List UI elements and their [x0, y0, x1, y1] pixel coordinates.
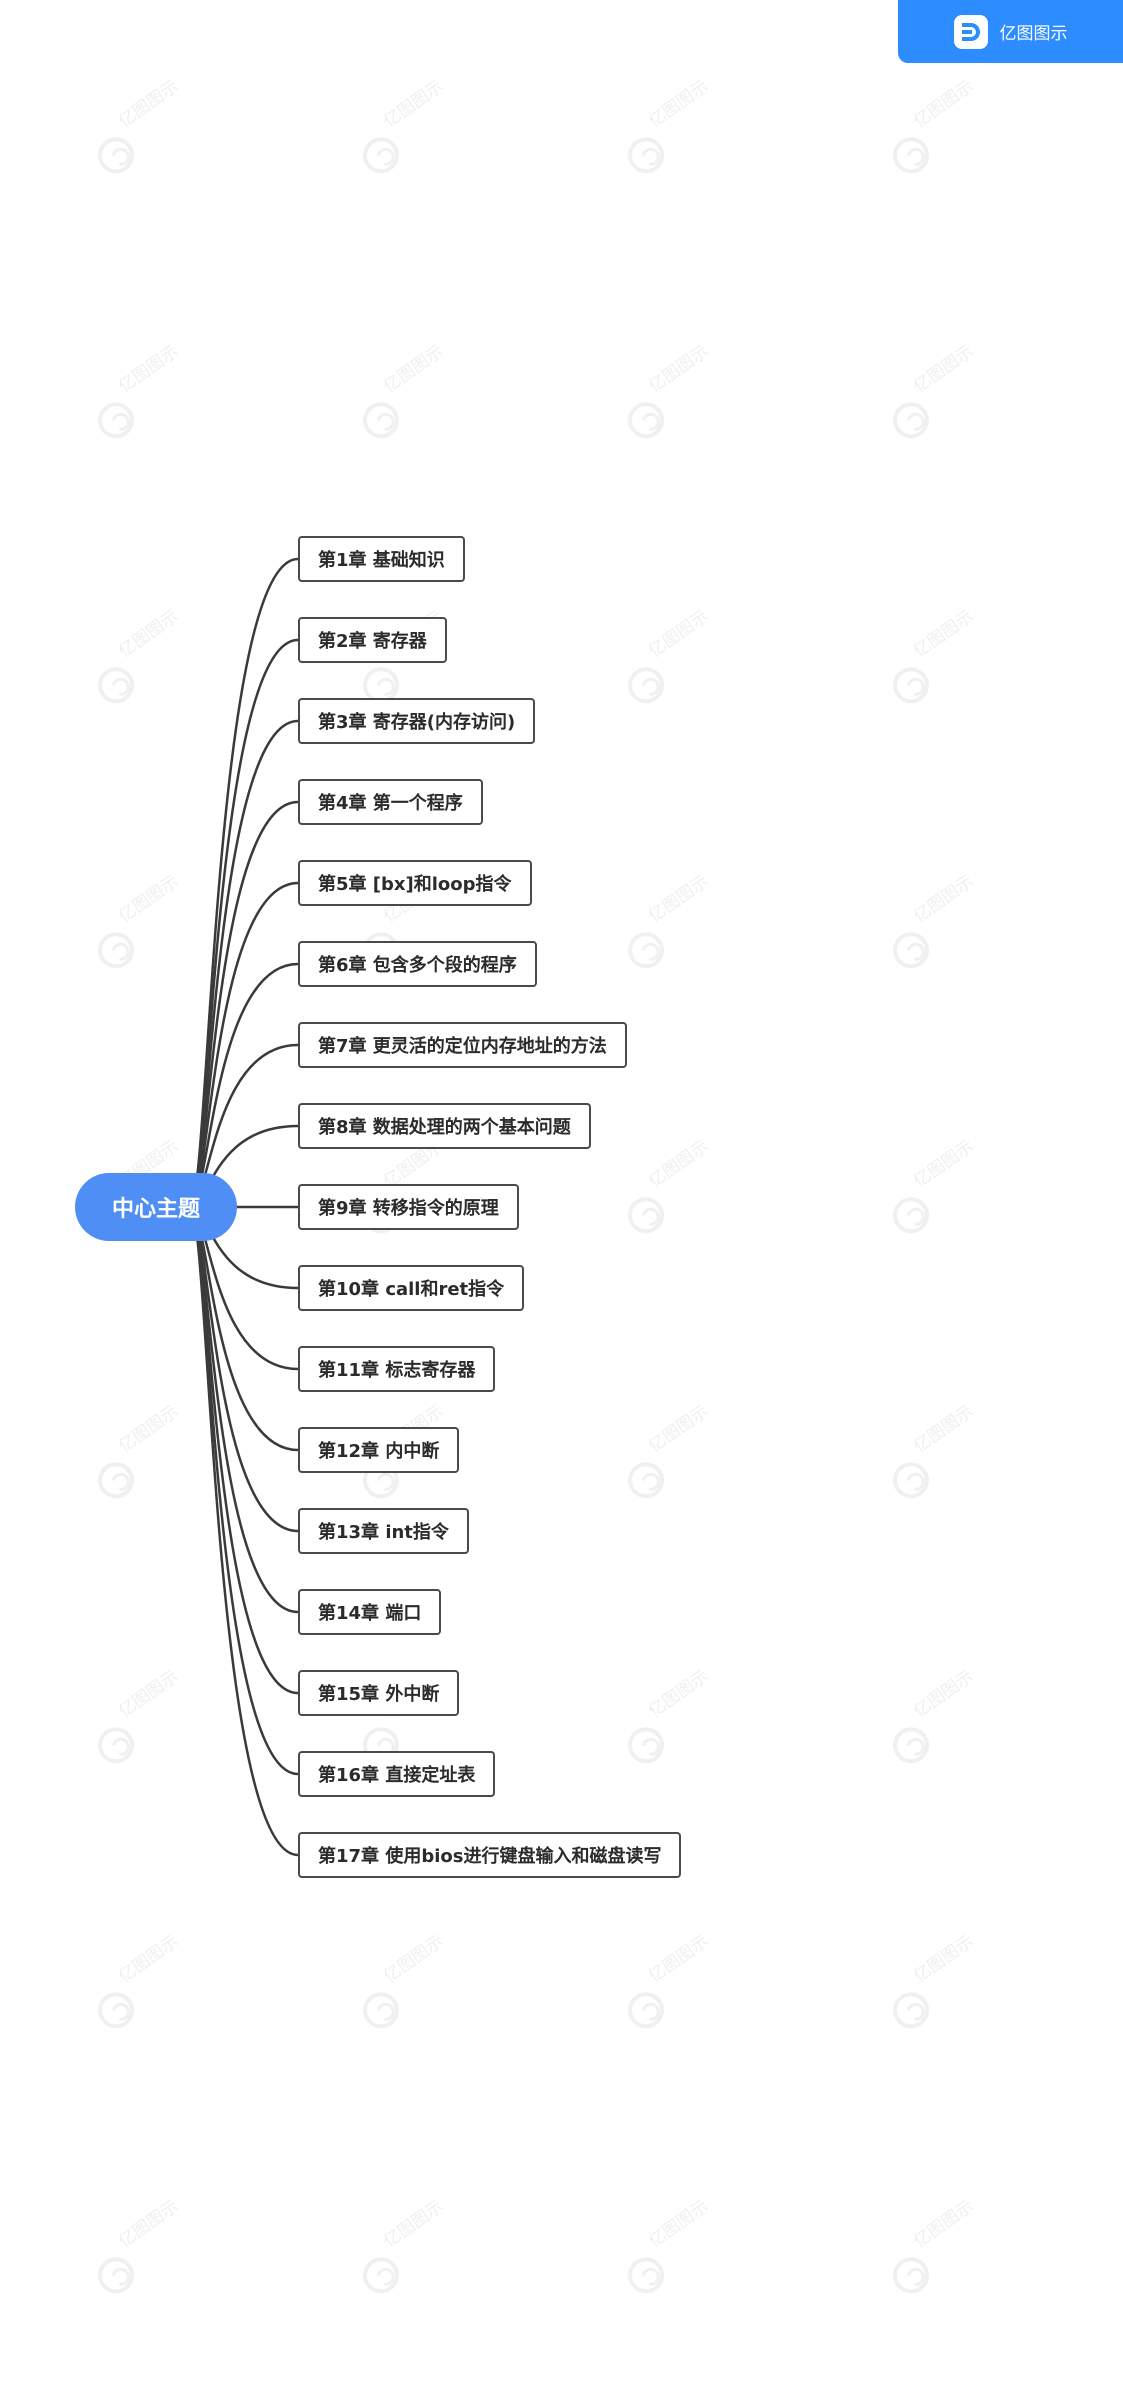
branch-line-17: [188, 1205, 299, 1857]
brand-name: 亿图图示: [999, 24, 1068, 44]
topic-16[interactable]: 第16章 直接定址表: [298, 1751, 496, 1797]
topic-5[interactable]: 第5章 [bx]和loop指令: [298, 860, 532, 906]
edraw-logo-icon: [953, 14, 988, 49]
topic-1[interactable]: 第1章 基础知识: [298, 536, 465, 582]
topic-7[interactable]: 第7章 更灵活的定位内存地址的方法: [298, 1022, 627, 1068]
topic-3[interactable]: 第3章 寄存器(内存访问): [298, 698, 536, 744]
topic-4[interactable]: 第4章 第一个程序: [298, 779, 483, 825]
topic-10[interactable]: 第10章 call和ret指令: [298, 1265, 525, 1311]
brand-banner[interactable]: 亿图图示: [898, 0, 1123, 63]
topic-14[interactable]: 第14章 端口: [298, 1589, 442, 1635]
center-topic[interactable]: 中心主题: [75, 1173, 237, 1241]
topic-15[interactable]: 第15章 外中断: [298, 1670, 460, 1716]
topic-2[interactable]: 第2章 寄存器: [298, 617, 447, 663]
topic-9[interactable]: 第9章 转移指令的原理: [298, 1184, 519, 1230]
topic-8[interactable]: 第8章 数据处理的两个基本问题: [298, 1103, 591, 1149]
topic-12[interactable]: 第12章 内中断: [298, 1427, 460, 1473]
topic-13[interactable]: 第13章 int指令: [298, 1508, 469, 1554]
topic-17[interactable]: 第17章 使用bios进行键盘输入和磁盘读写: [298, 1832, 682, 1878]
topic-11[interactable]: 第11章 标志寄存器: [298, 1346, 496, 1392]
topic-6[interactable]: 第6章 包含多个段的程序: [298, 941, 537, 987]
